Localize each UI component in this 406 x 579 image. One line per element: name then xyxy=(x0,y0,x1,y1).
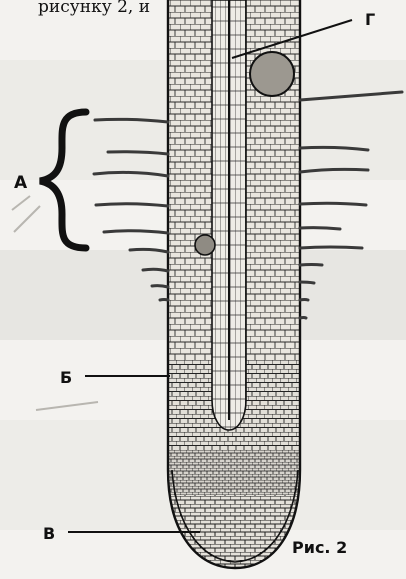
lateral-root-primordium-lower xyxy=(195,235,215,255)
lateral-root-primordium-upper xyxy=(250,52,294,96)
label-a: А xyxy=(14,173,28,193)
label-g: Г xyxy=(365,10,375,29)
label-b: Б xyxy=(60,368,72,387)
header-text: рисунку 2, и xyxy=(38,0,150,17)
central-cylinder xyxy=(212,0,246,430)
label-v: В xyxy=(43,524,55,543)
figure-caption: Рис. 2 xyxy=(292,538,347,557)
